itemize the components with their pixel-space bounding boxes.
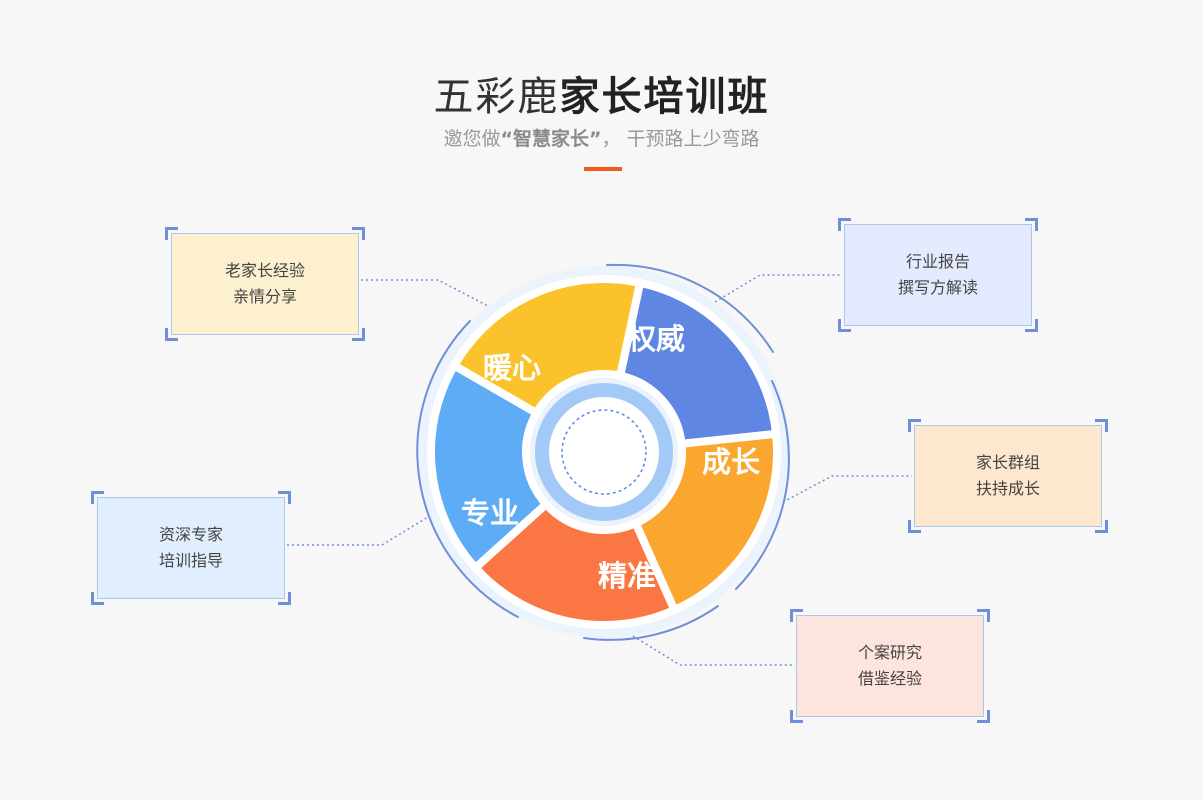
page-subtitle: 邀您做“智慧家长”， 干预路上少弯路 [0,126,1203,152]
box-corner-bracket [908,419,921,432]
title-underline [584,167,622,171]
connector-bottom-left [287,516,429,546]
box-expert-guidance-line1: 资深专家 [158,525,223,544]
box-industry-report-line2: 撰写方解读 [897,278,978,297]
hub-dashed-circle [561,409,647,495]
segment-label-authority: 权威 [626,322,685,356]
outer-arc-bottom [583,605,719,641]
subtitle-emphasis: “智慧家长” [500,128,602,150]
box-corner-bracket [1095,520,1108,533]
box-parent-experience: 老家长经验 亲情分享 [165,227,365,341]
box-corner-bracket [165,328,178,341]
box-corner-bracket [977,609,990,622]
segment-authority[interactable] [616,278,781,448]
box-parent-experience-line2: 亲情分享 [232,287,297,306]
box-corner-bracket [838,319,851,332]
segment-label-professional: 专业 [461,496,519,530]
box-corner-bracket [278,592,291,605]
box-corner-bracket [91,592,104,605]
title-course: 家长培训班 [559,74,770,120]
segment-label-warmth: 暖心 [483,351,541,385]
box-corner-bracket [352,227,365,240]
box-parent-experience-line1: 老家长经验 [224,261,305,280]
connector-top-left [361,279,489,307]
box-corner-bracket [91,491,104,504]
box-corner-bracket [838,218,851,231]
segment-growth[interactable] [631,429,782,614]
subtitle-prefix: 邀您做 [443,128,501,150]
box-parent-groups-line2: 扶持成长 [975,479,1040,498]
subtitle-suffix: ， 干预路上少弯路 [601,128,760,150]
box-parent-groups: 家长群组 扶持成长 [908,419,1108,533]
segment-label-precision: 精准 [598,559,656,593]
segment-warmth[interactable] [450,275,644,417]
box-case-study-line2: 借鉴经验 [857,669,922,688]
box-case-study-line1: 个案研究 [857,643,922,662]
outer-arc-top [606,263,774,353]
box-corner-bracket [908,520,921,533]
box-industry-report: 行业报告 撰写方解读 [838,218,1038,332]
segment-label-growth: 成长 [702,445,761,479]
box-corner-bracket [790,609,803,622]
box-corner-bracket [1095,419,1108,432]
outer-arc-right [735,380,790,590]
connector-mid-right [782,475,912,503]
box-parent-groups-line1: 家长群组 [975,453,1040,472]
segment-precision[interactable] [471,500,679,629]
box-corner-bracket [1025,319,1038,332]
box-industry-report-line1: 行业报告 [905,252,970,271]
box-corner-bracket [352,328,365,341]
box-case-study: 个案研究 借鉴经验 [790,609,990,723]
box-corner-bracket [977,710,990,723]
page-title: 五彩鹿家长培训班 [0,72,1203,122]
title-brand: 五彩鹿 [433,74,560,120]
outer-arc-left [416,320,519,618]
box-corner-bracket [165,227,178,240]
box-corner-bracket [790,710,803,723]
segment-professional[interactable] [427,361,550,572]
box-expert-guidance-line2: 培训指导 [158,551,223,570]
connector-top-right [714,274,842,303]
box-corner-bracket [1025,218,1038,231]
hub-center [549,397,659,507]
box-corner-bracket [278,491,291,504]
box-expert-guidance: 资深专家 培训指导 [91,491,291,605]
connector-bottom-right [632,635,795,666]
